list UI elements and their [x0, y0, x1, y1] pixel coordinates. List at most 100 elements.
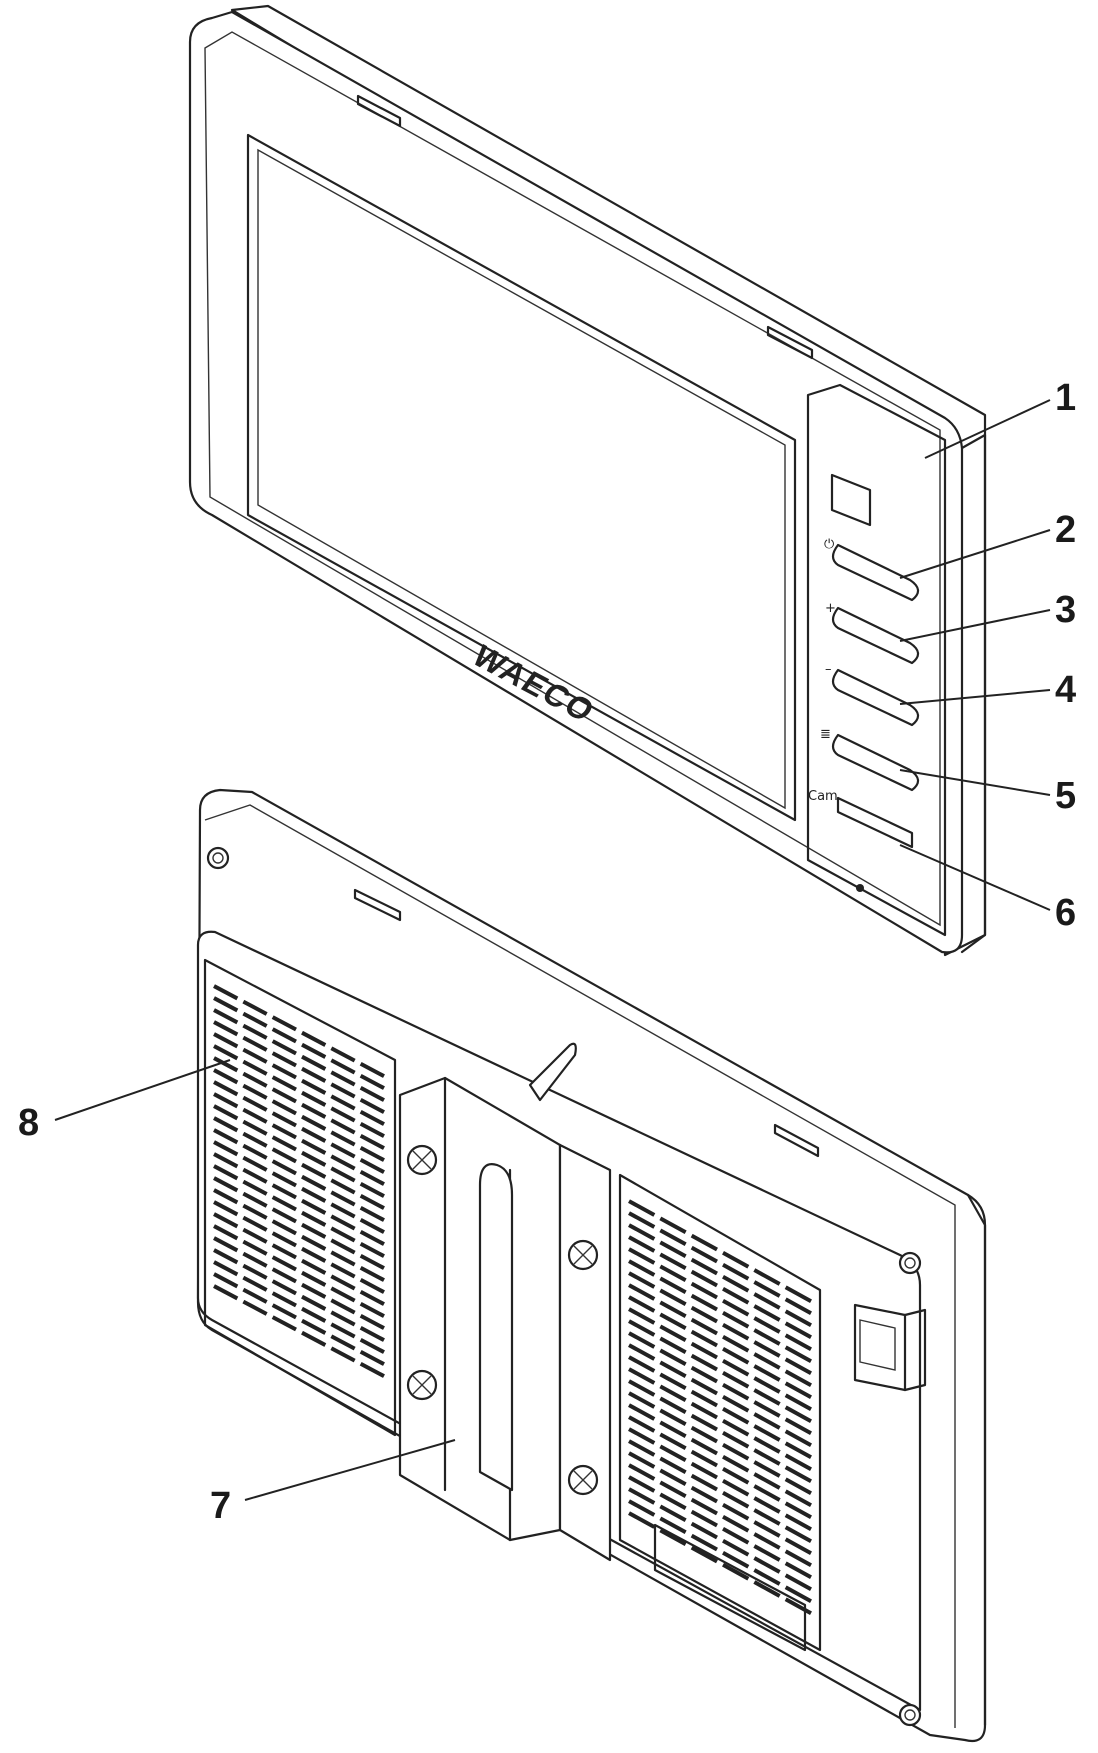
vent-slot — [271, 1075, 297, 1092]
vent-slot — [213, 984, 239, 1001]
vent-slot — [628, 1223, 656, 1241]
vent-slot — [690, 1449, 718, 1468]
mounting-bracket[interactable] — [398, 1076, 612, 1562]
vent-slot — [330, 1322, 356, 1339]
cable-connector — [853, 1303, 927, 1392]
vent-slot — [301, 1234, 327, 1251]
vent-slot — [271, 1135, 297, 1152]
vent-slot — [330, 1190, 356, 1207]
vent-slot — [722, 1395, 750, 1413]
vent-slot — [301, 1114, 327, 1131]
status-led — [856, 884, 864, 892]
bracket-screw-2 — [406, 1369, 438, 1401]
top-clip-right — [766, 325, 814, 360]
vent-slot — [659, 1432, 687, 1451]
power-button[interactable]: ⏻ — [824, 537, 920, 602]
vent-slot — [784, 1453, 812, 1471]
vent-slot — [213, 1080, 239, 1097]
vent-slot — [242, 1035, 268, 1052]
vent-slot — [753, 1580, 781, 1598]
minus-button[interactable]: – — [825, 662, 920, 727]
vent-slot — [690, 1353, 718, 1372]
vent-slot — [628, 1247, 656, 1265]
vent-slot — [753, 1520, 781, 1538]
vent-slot — [213, 1152, 239, 1169]
vent-slot — [659, 1276, 687, 1295]
vent-slot — [690, 1281, 718, 1300]
vent-slot — [242, 1059, 268, 1076]
vent-slot — [753, 1364, 781, 1382]
vent-slot — [242, 1083, 268, 1100]
vent-slot — [690, 1341, 718, 1360]
camera-button[interactable]: Cam — [808, 789, 914, 849]
sensor-window — [830, 473, 872, 527]
vent-slot — [722, 1323, 750, 1341]
vent-slot — [213, 1224, 239, 1241]
vent-slot — [271, 1099, 297, 1116]
vent-slot — [628, 1235, 656, 1253]
vent-slot — [330, 1310, 356, 1327]
vent-slot — [722, 1443, 750, 1461]
vent-slot — [753, 1448, 781, 1466]
vent-slot — [242, 1107, 268, 1124]
callout-1: 1 — [1055, 377, 1076, 419]
vent-slot — [242, 1215, 268, 1232]
vent-slot — [301, 1270, 327, 1287]
vent-slot — [301, 1102, 327, 1119]
vent-slot — [628, 1319, 656, 1337]
vent-slot — [301, 1030, 327, 1047]
vent-slot — [784, 1321, 812, 1339]
vent-slot — [242, 1167, 268, 1184]
vent-slot — [722, 1383, 750, 1401]
vent-slot — [628, 1343, 656, 1361]
vent-slot — [628, 1451, 656, 1469]
vent-slot — [359, 1314, 385, 1330]
vent-slot — [784, 1393, 812, 1411]
vent-slot — [628, 1391, 656, 1409]
vent-slot — [722, 1527, 750, 1545]
vent-slot — [242, 1275, 268, 1292]
vent-slot — [242, 1299, 268, 1316]
vent-slot — [628, 1511, 656, 1529]
vent-slot — [271, 1279, 297, 1296]
vent-slot — [690, 1413, 718, 1432]
menu-button[interactable]: ≣ — [820, 727, 920, 792]
vent-slot — [301, 1306, 327, 1323]
vent-slot — [213, 1140, 239, 1157]
vent-slot — [690, 1269, 718, 1288]
vent-slot — [628, 1199, 656, 1217]
vent-slot — [690, 1329, 718, 1348]
vent-slot — [271, 1315, 297, 1332]
vent-slot — [271, 1015, 297, 1032]
vent-slot — [753, 1292, 781, 1310]
vent-slot — [628, 1463, 656, 1481]
vent-slot — [359, 1194, 385, 1210]
vent-slot — [722, 1359, 750, 1377]
vent-slot — [271, 1171, 297, 1188]
vent-slot — [784, 1285, 812, 1303]
vent-slot — [659, 1456, 687, 1475]
vent-slot — [330, 1346, 356, 1363]
vent-slot — [301, 1138, 327, 1155]
callout-2: 2 — [1055, 509, 1076, 551]
vent-slot — [659, 1312, 687, 1331]
vent-slot — [722, 1335, 750, 1353]
vent-slot — [359, 1278, 385, 1294]
rear-side-edge — [966, 1193, 987, 1727]
vent-slot — [784, 1549, 812, 1567]
bracket-screw-1 — [406, 1144, 438, 1176]
vent-slot — [753, 1304, 781, 1322]
vent-slot — [359, 1242, 385, 1258]
vent-slot — [690, 1485, 718, 1504]
vent-slot — [213, 996, 239, 1013]
vent-slot — [784, 1465, 812, 1483]
vent-slot — [242, 1131, 268, 1148]
vent-slot — [784, 1357, 812, 1375]
vent-slot — [690, 1245, 718, 1264]
vent-slot — [753, 1280, 781, 1298]
vent-slot — [659, 1336, 687, 1355]
vent-slot — [722, 1539, 750, 1557]
vent-slot — [628, 1295, 656, 1313]
plus-button[interactable]: + — [825, 601, 920, 665]
callout-7: 7 — [210, 1485, 231, 1527]
